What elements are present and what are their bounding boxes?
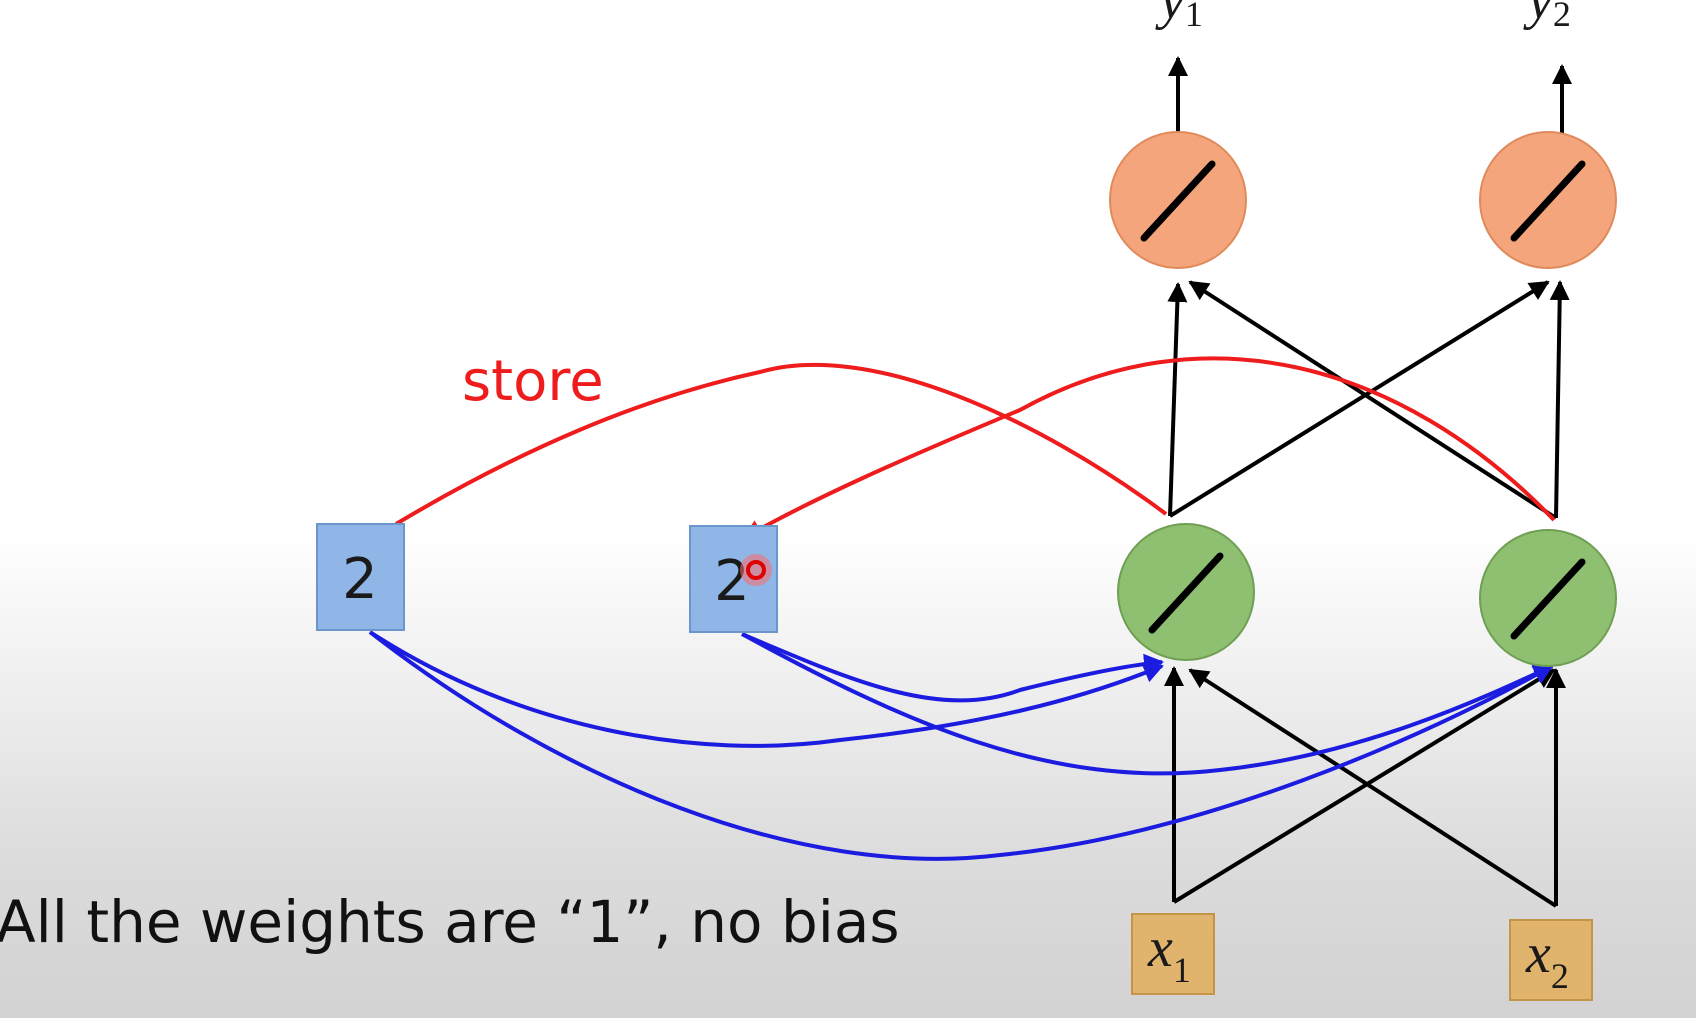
weight-x2-h1 [1188, 668, 1558, 908]
weight-h2-o2 [1549, 280, 1570, 519]
weight-h1-o1 [1167, 282, 1188, 517]
memory-arrow-a2-to-h2 [741, 632, 1554, 776]
memory-cell-a1-value: 2 [342, 547, 378, 612]
store-arrow-h1-to-a1 [394, 362, 1168, 526]
output-y2-var: y [1523, 0, 1553, 31]
output-y2: y2 [1523, 0, 1571, 34]
memory-arrow-a1-to-h1 [368, 630, 1164, 748]
linear-activation-icon [1140, 160, 1216, 242]
svg-text:x2: x2 [1525, 923, 1569, 996]
input-to-hidden-weights [1164, 666, 1566, 908]
linear-activation-icon [1510, 160, 1586, 242]
red-cursor-icon [740, 554, 772, 586]
linear-activation-icon [1510, 558, 1586, 640]
weight-x1-h2 [1172, 668, 1556, 904]
hidden-neuron-1 [1117, 523, 1255, 661]
memory-arrows [368, 630, 1554, 861]
input-x1-sub: 1 [1173, 950, 1191, 990]
output-neuron-1 [1109, 131, 1247, 269]
output-y1-var: y [1155, 0, 1185, 31]
memory-arrow-a1-to-h2 [368, 630, 1554, 861]
input-x1: x1 [1131, 913, 1215, 995]
svg-text:x1: x1 [1147, 917, 1191, 990]
input-x2: x2 [1509, 919, 1593, 1001]
output-y2-sub: 2 [1553, 0, 1571, 34]
weight-h2-o1 [1188, 280, 1558, 520]
hidden-to-output-weights [1167, 280, 1570, 520]
output-neuron-2 [1479, 131, 1617, 269]
memory-cell-a2: 2 [689, 525, 778, 633]
store-arrow-h2-to-a2 [742, 356, 1556, 540]
hidden-neuron-2 [1479, 529, 1617, 667]
input-x2-sub: 2 [1551, 956, 1569, 996]
linear-activation-icon [1148, 552, 1224, 634]
caption-text: All the weights are “1”, no bias [0, 888, 900, 956]
output-arrows [1168, 56, 1572, 136]
store-label: store [462, 349, 604, 414]
store-arrows [394, 356, 1556, 540]
weight-h1-o2 [1168, 280, 1550, 518]
memory-cell-a2-value: 2 [714, 549, 750, 614]
output-y1-sub: 1 [1185, 0, 1203, 34]
memory-cell-a1: 2 [316, 523, 405, 631]
memory-arrow-a2-to-h1 [741, 632, 1164, 703]
output-y1: y1 [1155, 0, 1203, 34]
input-x1-var: x [1147, 917, 1173, 979]
input-x2-var: x [1525, 923, 1551, 985]
